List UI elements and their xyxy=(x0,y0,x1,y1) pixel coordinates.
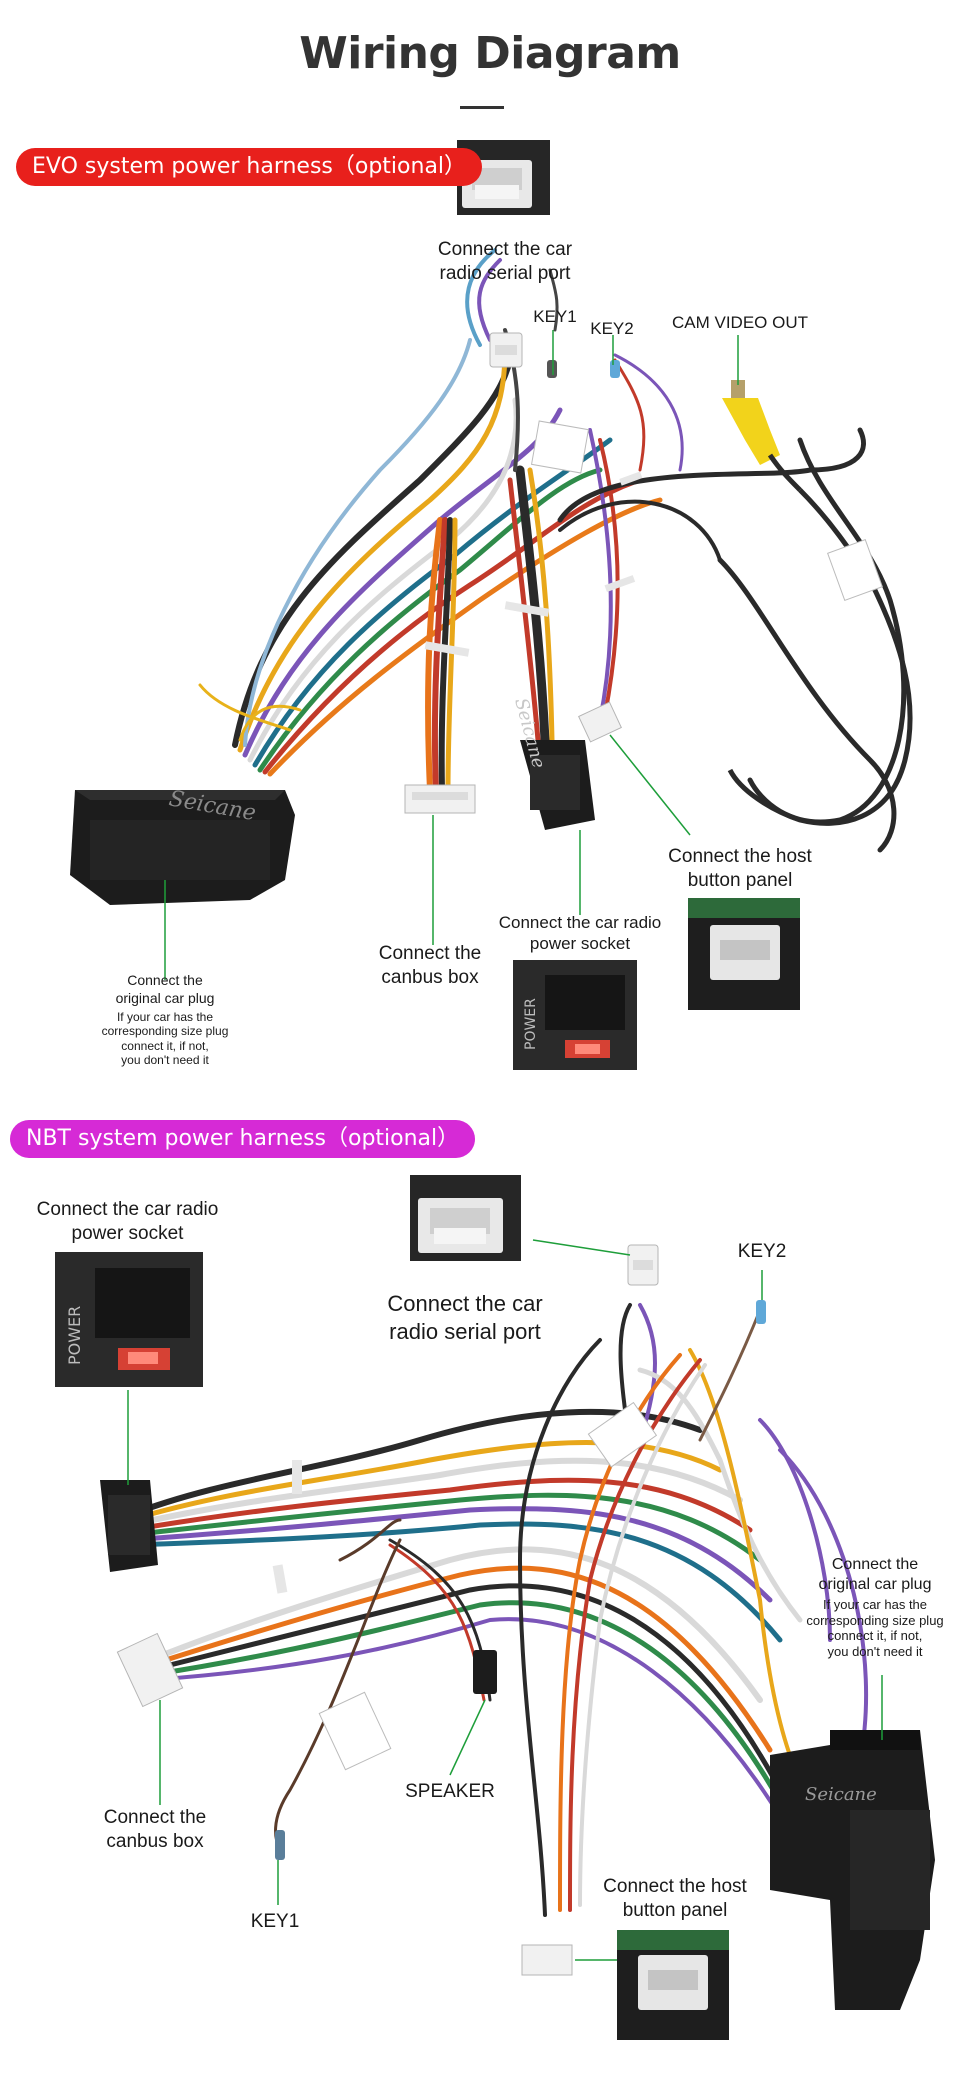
evo-section-pill: EVO system power harness（optional） xyxy=(16,148,483,186)
evo-serial-port-line2: radio serial port xyxy=(439,262,571,284)
title-underline xyxy=(460,106,504,109)
evo-leader-lines xyxy=(164,330,739,980)
evo-host-panel-line1: Connect the host xyxy=(668,846,812,867)
evo-power-photo-text: POWER xyxy=(523,998,539,1050)
evo-power-socket-photo xyxy=(513,960,637,1070)
nbt-key2-terminal xyxy=(756,1300,766,1324)
evo-original-plug-line2: original car plug xyxy=(115,989,215,1006)
nbt-note-line1: If your car has the xyxy=(822,1597,928,1612)
nbt-wire-bundle xyxy=(127,1303,869,1917)
evo-power-socket-label: Connect the car radio power socket xyxy=(480,912,680,955)
nbt-brand-logo: Seicane xyxy=(805,1784,877,1805)
nbt-serial-port-connector xyxy=(627,1244,659,1286)
nbt-speaker-label: SPEAKER xyxy=(405,1781,495,1802)
nbt-original-plug-line2: original car plug xyxy=(818,1576,932,1593)
nbt-original-plug-connector xyxy=(770,1730,935,2010)
nbt-power-connector xyxy=(100,1480,158,1572)
nbt-note-line4: you don't need it xyxy=(827,1643,923,1659)
evo-note-line4: you don't need it xyxy=(121,1053,209,1068)
nbt-power-socket-line1: Connect the car radio xyxy=(36,1199,219,1220)
evo-canbus-label: Connect the canbus box xyxy=(355,942,505,990)
evo-cam-video-rca xyxy=(722,380,913,826)
evo-cable-ties xyxy=(424,471,643,657)
nbt-section-pill: NBT system power harness（optional） xyxy=(10,1120,476,1158)
nbt-original-plug-note: If your car has the corresponding size p… xyxy=(795,1597,955,1659)
nbt-serial-port-line2: radio serial port xyxy=(389,1318,541,1344)
nbt-leader-lines xyxy=(127,1239,883,1961)
evo-original-plug-connector xyxy=(70,790,295,905)
evo-original-plug-label: Connect the original car plug xyxy=(85,972,245,1007)
nbt-host-panel-photo xyxy=(617,1930,729,2040)
nbt-key2-tag xyxy=(587,1401,658,1468)
evo-power-socket-line1: Connect the car radio xyxy=(498,913,662,932)
nbt-original-plug-line1: Connect the xyxy=(831,1556,919,1573)
nbt-note-line3: connect it, if not, xyxy=(827,1628,923,1644)
nbt-canbus-label: Connect the canbus box xyxy=(80,1806,230,1854)
evo-key2-terminal xyxy=(610,360,620,378)
nbt-key1-label: KEY1 xyxy=(250,1911,300,1932)
evo-canbus-connector xyxy=(404,784,476,814)
evo-host-panel-photo xyxy=(688,898,800,1010)
evo-power-socket-line2: power socket xyxy=(529,934,631,954)
nbt-power-socket-photo xyxy=(55,1252,203,1387)
evo-original-plug-line1: Connect the xyxy=(127,972,203,988)
evo-canbus-line2: canbus box xyxy=(381,966,479,988)
evo-note-line3: connect it, if not, xyxy=(121,1038,209,1053)
nbt-canbus-line1: Connect the xyxy=(103,1807,207,1828)
nbt-power-socket-label: Connect the car radio power socket xyxy=(20,1198,235,1246)
nbt-host-panel-connector xyxy=(521,1944,573,1976)
nbt-cable-ties xyxy=(272,1460,302,1594)
evo-key1-tag xyxy=(530,420,590,474)
evo-note-line2: corresponding size plug xyxy=(101,1024,229,1039)
evo-power-connector xyxy=(520,740,595,830)
evo-key1-terminal xyxy=(547,360,557,378)
evo-host-panel-line2: button panel xyxy=(687,869,793,891)
nbt-power-photo-text: POWER xyxy=(65,1306,84,1365)
nbt-serial-port-label: Connect the car radio serial port xyxy=(360,1290,570,1345)
nbt-serial-port-photo xyxy=(410,1175,521,1261)
evo-original-plug-note: If your car has the corresponding size p… xyxy=(85,1010,245,1068)
evo-key1-label: KEY1 xyxy=(533,307,577,326)
evo-canbus-line1: Connect the xyxy=(378,943,482,964)
evo-host-panel-connector xyxy=(578,701,622,743)
evo-host-panel-label: Connect the host button panel xyxy=(640,845,840,893)
page-title: Wiring Diagram xyxy=(299,28,681,79)
nbt-key1-terminal xyxy=(275,1830,285,1860)
evo-serial-port-connector xyxy=(489,332,523,368)
evo-cam-video-out-label: CAM VIDEO OUT xyxy=(671,313,808,332)
evo-serial-port-line1: Connect the car xyxy=(437,239,573,260)
evo-note-line1: If your car has the xyxy=(116,1010,214,1024)
nbt-serial-port-line1: Connect the car xyxy=(387,1291,543,1316)
nbt-canbus-line2: canbus box xyxy=(106,1830,204,1852)
nbt-note-line2: corresponding size plug xyxy=(806,1612,944,1628)
nbt-power-socket-line2: power socket xyxy=(71,1222,184,1244)
nbt-host-panel-label: Connect the host button panel xyxy=(575,1875,775,1923)
nbt-host-panel-line2: button panel xyxy=(622,1899,728,1921)
evo-serial-port-label: Connect the car radio serial port xyxy=(415,238,595,286)
nbt-key2-label: KEY2 xyxy=(737,1241,787,1262)
evo-key2-label: KEY2 xyxy=(590,319,634,338)
nbt-speaker-connector xyxy=(473,1650,497,1694)
nbt-host-panel-line1: Connect the host xyxy=(603,1876,747,1897)
nbt-original-plug-label: Connect the original car plug xyxy=(790,1555,960,1595)
nbt-canbus-connector xyxy=(116,1632,184,1708)
nbt-key1-tag xyxy=(318,1691,392,1771)
